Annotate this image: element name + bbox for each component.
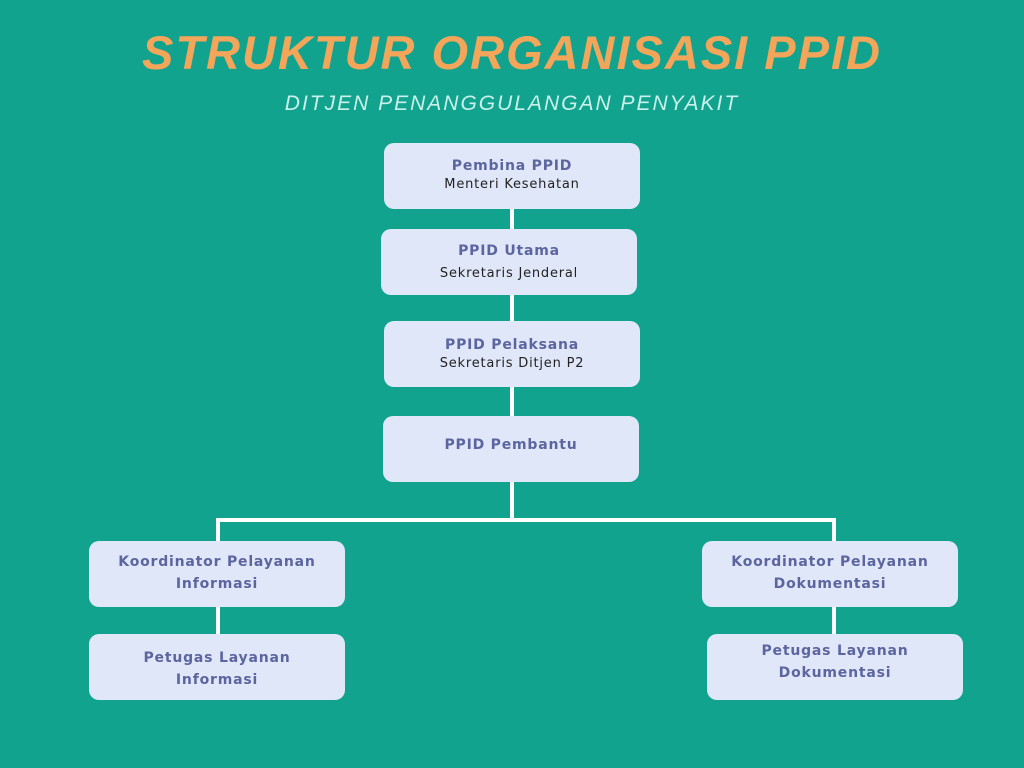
node-title: Pembina PPID [451,158,573,174]
node-subtitle: Sekretaris Ditjen P2 [439,356,585,371]
node-title: PPID Pembantu [444,437,578,453]
connector-pembina-utama [510,209,514,230]
node-line2: Dokumentasi [778,665,892,681]
page-subtitle: DITJEN PENANGGULANGAN PENYAKIT [284,92,740,115]
node-title: PPID Pelaksana [445,337,579,353]
connector-right-lower [832,606,836,635]
page-title: STRUKTUR ORGANISASI PPID [142,26,882,79]
node-line1: Petugas Layanan [761,643,909,659]
connector-branch-horizontal [216,518,836,522]
node-title: PPID Utama [458,243,560,259]
connector-utama-pelaksana [510,294,514,322]
node-subtitle: Sekretaris Jenderal [439,266,579,281]
connector-left-lower [216,606,220,635]
node-ppid-utama: PPID Utama Sekretaris Jenderal [381,229,637,295]
node-line2: Informasi [175,576,259,592]
node-line1: Koordinator Pelayanan [731,554,929,570]
connector-branch-left [216,518,220,542]
node-pembina-ppid: Pembina PPID Menteri Kesehatan [384,143,640,209]
connector-pembantu-branch [510,481,514,522]
node-line1: Petugas Layanan [143,650,291,666]
connector-pelaksana-pembantu [510,386,514,417]
connector-branch-right [832,518,836,542]
node-ppid-pelaksana: PPID Pelaksana Sekretaris Ditjen P2 [384,321,640,387]
node-petugas-dokumentasi: Petugas Layanan Dokumentasi [707,634,963,700]
node-ppid-pembantu: PPID Pembantu [383,416,639,482]
node-line1: Koordinator Pelayanan [118,554,316,570]
node-line2: Dokumentasi [773,576,887,592]
node-koordinator-informasi: Koordinator Pelayanan Informasi [89,541,345,607]
node-subtitle: Menteri Kesehatan [444,177,580,192]
node-koordinator-dokumentasi: Koordinator Pelayanan Dokumentasi [702,541,958,607]
node-line2: Informasi [175,672,259,688]
node-petugas-informasi: Petugas Layanan Informasi [89,634,345,700]
